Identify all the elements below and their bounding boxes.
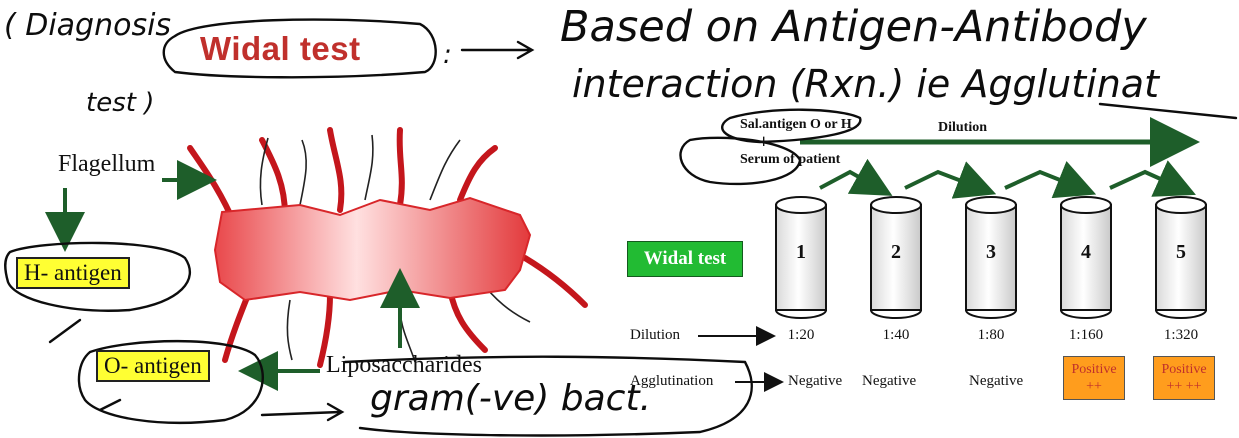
- dilution-row-label: Dilution: [630, 327, 680, 344]
- dilution-arrow-label: Dilution: [938, 120, 987, 136]
- handwriting-line2: interaction (Rxn.) ie Agglutinat: [572, 62, 1159, 106]
- flagellum: [450, 290, 485, 350]
- result-1: Negative: [788, 373, 842, 390]
- result-4: Positive: [1068, 361, 1120, 378]
- antigen-label: Sal.antigen O or H: [740, 117, 852, 133]
- tube-number-4: 4: [1061, 241, 1111, 264]
- flagellum: [525, 258, 585, 305]
- dilution-value-5: 1:320: [1146, 327, 1216, 344]
- h-antigen-box: H- antigen: [16, 257, 130, 289]
- handwriting-line1: Based on Antigen-Antibody: [560, 2, 1147, 52]
- result-5: Positive: [1158, 361, 1210, 378]
- liposaccharides-label: Liposaccharides: [326, 352, 482, 379]
- ink-tick-o: [100, 400, 120, 410]
- tube-number-2: 2: [871, 241, 921, 264]
- dilution-value-2: 1:40: [861, 327, 931, 344]
- ink-arrow-title: [462, 42, 532, 58]
- ink-tick-h: [50, 320, 80, 342]
- strength-4: ++: [1068, 378, 1120, 395]
- bacterium-body: [215, 198, 530, 300]
- dilution-value-4: 1:160: [1051, 327, 1121, 344]
- flagellum: [460, 148, 495, 200]
- o-antigen-box: O- antigen: [96, 350, 210, 382]
- positive-box-5: Positive ++ ++: [1153, 356, 1215, 400]
- widal-test-title: Widal test: [200, 30, 361, 68]
- tube-number-3: 3: [966, 241, 1016, 264]
- handwriting-colon: :: [443, 40, 452, 70]
- result-2: Negative: [862, 373, 916, 390]
- ink-arrow-gram: [262, 404, 342, 420]
- widal-test-box: Widal test: [627, 241, 743, 277]
- dilution-value-1: 1:20: [766, 327, 836, 344]
- dilution-value-3: 1:80: [956, 327, 1026, 344]
- tube-number-5: 5: [1156, 241, 1206, 264]
- ink-underline-right: [1100, 104, 1236, 118]
- positive-box-4: Positive ++: [1063, 356, 1125, 400]
- flagellum: [330, 130, 341, 210]
- plus-sign: +: [758, 131, 769, 154]
- flagellum-label: Flagellum: [58, 151, 155, 178]
- transfer-arrows: [820, 172, 1185, 190]
- handwriting-gram: gram(-ve) bact.: [370, 378, 651, 419]
- handwriting-diagnosis: ( Diagnosis: [4, 8, 171, 43]
- handwriting-test: test ): [86, 88, 154, 118]
- tube-number-1: 1: [776, 241, 826, 264]
- result-3: Negative: [969, 373, 1023, 390]
- serum-label: Serum of patient: [740, 152, 840, 168]
- flagellum: [400, 130, 402, 205]
- strength-5: ++ ++: [1158, 378, 1210, 395]
